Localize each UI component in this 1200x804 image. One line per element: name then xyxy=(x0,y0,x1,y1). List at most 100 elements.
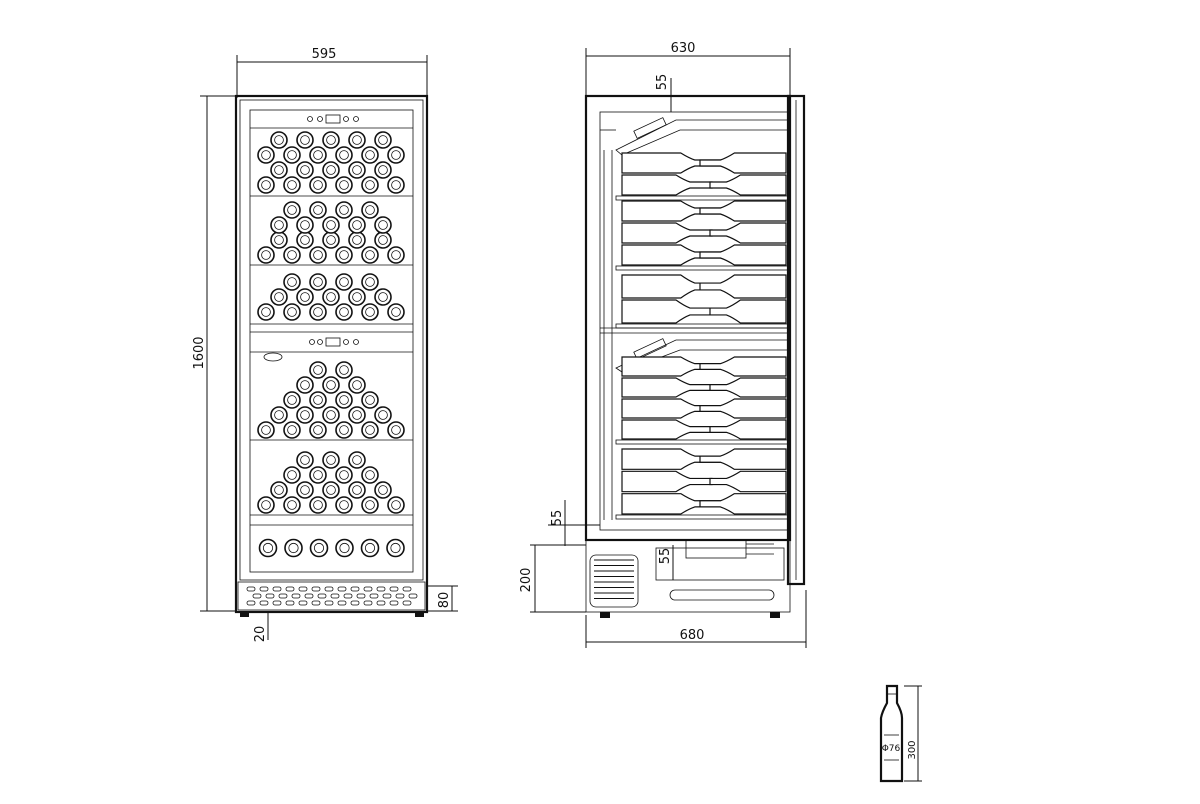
bottle-end xyxy=(361,421,379,439)
bottle-end-inner xyxy=(287,277,297,287)
side-bottle xyxy=(621,299,713,324)
vent-slot xyxy=(337,600,347,606)
bottle-end xyxy=(283,201,301,219)
bottle-end xyxy=(361,303,379,321)
bottle-end-inner xyxy=(287,395,297,405)
bottle-end-inner xyxy=(274,292,284,302)
vent-slot xyxy=(246,600,256,606)
bottle-end xyxy=(348,451,366,469)
vent-slot xyxy=(259,600,269,606)
bottle-end-inner xyxy=(300,165,310,175)
bottle-end-inner xyxy=(378,410,388,420)
side-foot xyxy=(770,612,780,618)
bottle-end xyxy=(374,231,392,249)
bottle-end xyxy=(296,451,314,469)
bottle-end-inner xyxy=(274,485,284,495)
bottle-end-inner xyxy=(378,485,388,495)
vent-slot xyxy=(363,600,373,606)
foot-dimension: 20 xyxy=(253,611,269,643)
bottle-end-inner xyxy=(300,380,310,390)
vent-slot xyxy=(304,593,314,599)
front-view: 595 1600 xyxy=(192,47,458,642)
bottle-end xyxy=(387,176,405,194)
front-width-label: 595 xyxy=(312,47,337,62)
foot-label: 20 xyxy=(253,626,268,643)
bottle-end xyxy=(335,421,353,439)
bottle-end-inner xyxy=(287,500,297,510)
side-depth-dimension: 680 xyxy=(585,590,807,648)
bottle-end-inner xyxy=(365,277,375,287)
bottle-end xyxy=(322,481,340,499)
bottle-end-inner xyxy=(300,410,310,420)
bottle-end xyxy=(387,421,405,439)
bottle-end-inner xyxy=(261,250,271,260)
vent-slot xyxy=(356,593,366,599)
vent-slot xyxy=(291,593,301,599)
bottle-end xyxy=(348,131,366,149)
vent-slot xyxy=(337,586,347,592)
bottle-end xyxy=(361,273,379,291)
bottle-end xyxy=(257,146,275,164)
bottle-end-inner xyxy=(313,250,323,260)
side-width-label: 630 xyxy=(671,41,696,56)
side-bottle xyxy=(709,174,787,196)
inner-liner xyxy=(599,111,789,531)
vent-slot xyxy=(350,600,360,606)
side-width-dimension: 630 xyxy=(585,41,791,100)
bottle-end xyxy=(374,406,392,424)
bottle-end xyxy=(335,273,353,291)
bottle-end-inner xyxy=(365,470,375,480)
bottle-end xyxy=(335,176,353,194)
bottle-end xyxy=(322,161,340,179)
bottle-end-inner xyxy=(313,395,323,405)
bottle-end-bottom-inner xyxy=(390,542,401,554)
bottle-end xyxy=(335,361,353,379)
bottle-end-bottom-inner xyxy=(288,542,299,554)
bottle-end-bottom xyxy=(335,538,354,558)
bottle-end-inner xyxy=(300,235,310,245)
bottle-end xyxy=(257,246,275,264)
bottle-end-inner xyxy=(261,307,271,317)
bottle-end xyxy=(296,231,314,249)
bottle-end xyxy=(374,288,392,306)
bottle-end-bottom-inner xyxy=(364,542,376,554)
bottom-bottle xyxy=(685,539,747,559)
front-width-dimension: 595 xyxy=(236,47,428,98)
bottle-end xyxy=(335,146,353,164)
vent-slot xyxy=(272,600,282,606)
bottle-end xyxy=(283,421,301,439)
bottle-end-inner xyxy=(313,277,323,287)
bottle-end xyxy=(309,391,327,409)
bottle-end xyxy=(387,496,405,514)
bottle-end-inner xyxy=(287,205,297,215)
bottle-end xyxy=(296,131,314,149)
bottle-end xyxy=(348,288,366,306)
vent-slot xyxy=(343,593,353,599)
front-right-foot xyxy=(415,611,424,617)
bottle-end-bottom-inner xyxy=(262,542,274,554)
vent-slot xyxy=(278,593,288,599)
bottle-end xyxy=(309,303,327,321)
side-bottle xyxy=(709,377,787,398)
bottle-end-inner xyxy=(365,425,375,435)
vent-slot xyxy=(363,586,373,592)
bottle-end-inner xyxy=(326,165,336,175)
bottle-end-inner xyxy=(274,410,284,420)
vent-slot xyxy=(369,593,379,599)
bottle-end-inner xyxy=(326,135,336,145)
bottle-end xyxy=(361,496,379,514)
bottle-end-inner xyxy=(274,135,284,145)
condenser-tube xyxy=(669,589,775,601)
vent-slot xyxy=(311,586,321,592)
bottle-end xyxy=(257,303,275,321)
bottle-end xyxy=(309,466,327,484)
bottle-end-inner xyxy=(391,425,401,435)
bottle-end-inner xyxy=(365,395,375,405)
bottle-end-inner xyxy=(261,500,271,510)
bottle-end xyxy=(296,406,314,424)
bottle-end xyxy=(361,146,379,164)
bottle-end-inner xyxy=(339,425,349,435)
bottle-end-inner xyxy=(313,500,323,510)
side-bottle xyxy=(621,377,713,398)
